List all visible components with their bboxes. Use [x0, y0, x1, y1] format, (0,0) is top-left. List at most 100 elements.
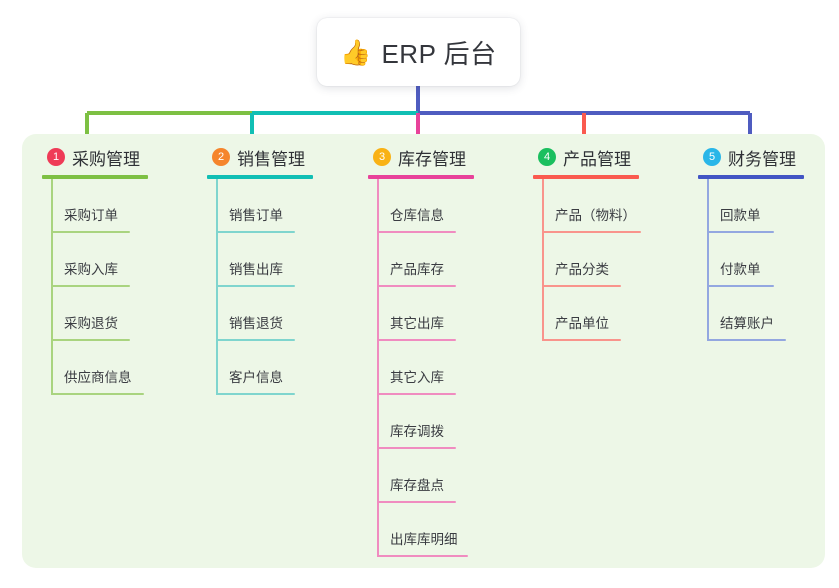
leaf-item[interactable]: 产品（物料） — [533, 179, 683, 233]
branch-rule-4 — [533, 175, 639, 179]
leaf-label: 其它出库 — [390, 316, 444, 331]
leaf-spine-2 — [216, 179, 218, 395]
branch-rule-2 — [207, 175, 313, 179]
leaf-item[interactable]: 产品分类 — [533, 233, 683, 287]
leaf-spine-3 — [377, 179, 379, 557]
branch-badge-2: 2 — [212, 148, 230, 166]
branch-badge-4: 4 — [538, 148, 556, 166]
leaf-item[interactable]: 采购退货 — [42, 287, 192, 341]
leaf-item[interactable]: 产品单位 — [533, 287, 683, 341]
leaf-underline — [217, 339, 295, 341]
leaf-label: 其它入库 — [390, 370, 444, 385]
leaf-label: 产品单位 — [555, 316, 609, 331]
leaf-underline — [708, 285, 774, 287]
leaf-list-4: 产品（物料） 产品分类产品单位 — [533, 179, 683, 341]
leaf-item[interactable]: 采购入库 — [42, 233, 192, 287]
leaf-spine-4 — [542, 179, 544, 341]
leaf-item[interactable]: 其它出库 — [368, 287, 518, 341]
leaf-list-5: 回款单付款单结算账户 — [698, 179, 839, 341]
leaf-spine-1 — [51, 179, 53, 395]
leaf-label: 付款单 — [720, 262, 761, 277]
branch-title-4: 产品管理 — [563, 149, 631, 169]
leaf-item[interactable]: 结算账户 — [698, 287, 839, 341]
leaf-underline — [217, 393, 295, 395]
leaf-item[interactable]: 客户信息 — [207, 341, 357, 395]
leaf-underline — [378, 555, 468, 557]
leaf-item[interactable]: 其它入库 — [368, 341, 518, 395]
leaf-item[interactable]: 出库库明细 — [368, 503, 518, 557]
leaf-underline — [52, 285, 130, 287]
branch-rule-3 — [368, 175, 474, 179]
leaf-label: 客户信息 — [229, 370, 283, 385]
branches-panel — [22, 134, 825, 568]
leaf-item[interactable]: 销售退货 — [207, 287, 357, 341]
branch-rule-5 — [698, 175, 804, 179]
leaf-item[interactable]: 产品库存 — [368, 233, 518, 287]
leaf-label: 供应商信息 — [64, 370, 132, 385]
leaf-label: 库存盘点 — [390, 478, 444, 493]
leaf-label: 产品（物料） — [555, 208, 636, 223]
branch-rule-1 — [42, 175, 148, 179]
leaf-item[interactable]: 库存调拨 — [368, 395, 518, 449]
root-title: ERP 后台 — [381, 38, 497, 69]
leaf-underline — [708, 231, 774, 233]
branch-header-5[interactable]: 5 财务管理 — [698, 145, 839, 169]
leaf-spine-5 — [707, 179, 709, 341]
leaf-underline — [378, 447, 456, 449]
leaf-underline — [52, 339, 130, 341]
branch-title-2: 销售管理 — [237, 149, 305, 169]
leaf-label: 库存调拨 — [390, 424, 444, 439]
leaf-item[interactable]: 销售出库 — [207, 233, 357, 287]
leaf-label: 销售出库 — [229, 262, 283, 277]
leaf-underline — [217, 285, 295, 287]
leaf-list-1: 采购订单采购入库采购退货供应商信息 — [42, 179, 192, 395]
branch-column-5: 5 财务管理回款单付款单结算账户 — [698, 145, 839, 341]
branch-badge-5: 5 — [703, 148, 721, 166]
leaf-underline — [378, 231, 456, 233]
branch-column-1: 1 采购管理采购订单采购入库采购退货供应商信息 — [42, 145, 192, 395]
leaf-underline — [543, 339, 621, 341]
branch-header-3[interactable]: 3 库存管理 — [368, 145, 518, 169]
leaf-label: 仓库信息 — [390, 208, 444, 223]
leaf-item[interactable]: 销售订单 — [207, 179, 357, 233]
branch-column-4: 4 产品管理产品（物料） 产品分类产品单位 — [533, 145, 683, 341]
branch-title-3: 库存管理 — [398, 149, 466, 169]
branch-title-5: 财务管理 — [728, 149, 796, 169]
branch-badge-3: 3 — [373, 148, 391, 166]
leaf-underline — [378, 393, 456, 395]
leaf-underline — [543, 231, 641, 233]
leaf-underline — [378, 339, 456, 341]
leaf-item[interactable]: 采购订单 — [42, 179, 192, 233]
branch-header-2[interactable]: 2 销售管理 — [207, 145, 357, 169]
branch-badge-1: 1 — [47, 148, 65, 166]
leaf-label: 结算账户 — [720, 316, 774, 331]
leaf-item[interactable]: 回款单 — [698, 179, 839, 233]
leaf-underline — [378, 285, 456, 287]
branch-header-1[interactable]: 1 采购管理 — [42, 145, 192, 169]
leaf-underline — [217, 231, 295, 233]
leaf-label: 采购订单 — [64, 208, 118, 223]
thumbs-up-icon: 👍 — [340, 37, 372, 67]
leaf-item[interactable]: 仓库信息 — [368, 179, 518, 233]
leaf-label: 回款单 — [720, 208, 761, 223]
leaf-label: 采购退货 — [64, 316, 118, 331]
leaf-list-2: 销售订单销售出库销售退货客户信息 — [207, 179, 357, 395]
leaf-item[interactable]: 库存盘点 — [368, 449, 518, 503]
leaf-item[interactable]: 付款单 — [698, 233, 839, 287]
leaf-underline — [543, 285, 621, 287]
leaf-label: 销售退货 — [229, 316, 283, 331]
branch-column-2: 2 销售管理销售订单销售出库销售退货客户信息 — [207, 145, 357, 395]
leaf-underline — [708, 339, 786, 341]
branch-header-4[interactable]: 4 产品管理 — [533, 145, 683, 169]
leaf-label: 采购入库 — [64, 262, 118, 277]
branch-column-3: 3 库存管理仓库信息产品库存其它出库其它入库库存调拨库存盘点出库库明细 — [368, 145, 518, 557]
leaf-label: 产品分类 — [555, 262, 609, 277]
root-node[interactable]: 👍 ERP 后台 — [317, 18, 520, 86]
leaf-item[interactable]: 供应商信息 — [42, 341, 192, 395]
leaf-underline — [52, 231, 130, 233]
leaf-underline — [378, 501, 456, 503]
leaf-label: 出库库明细 — [390, 532, 458, 547]
branch-title-1: 采购管理 — [72, 149, 140, 169]
leaf-underline — [52, 393, 144, 395]
